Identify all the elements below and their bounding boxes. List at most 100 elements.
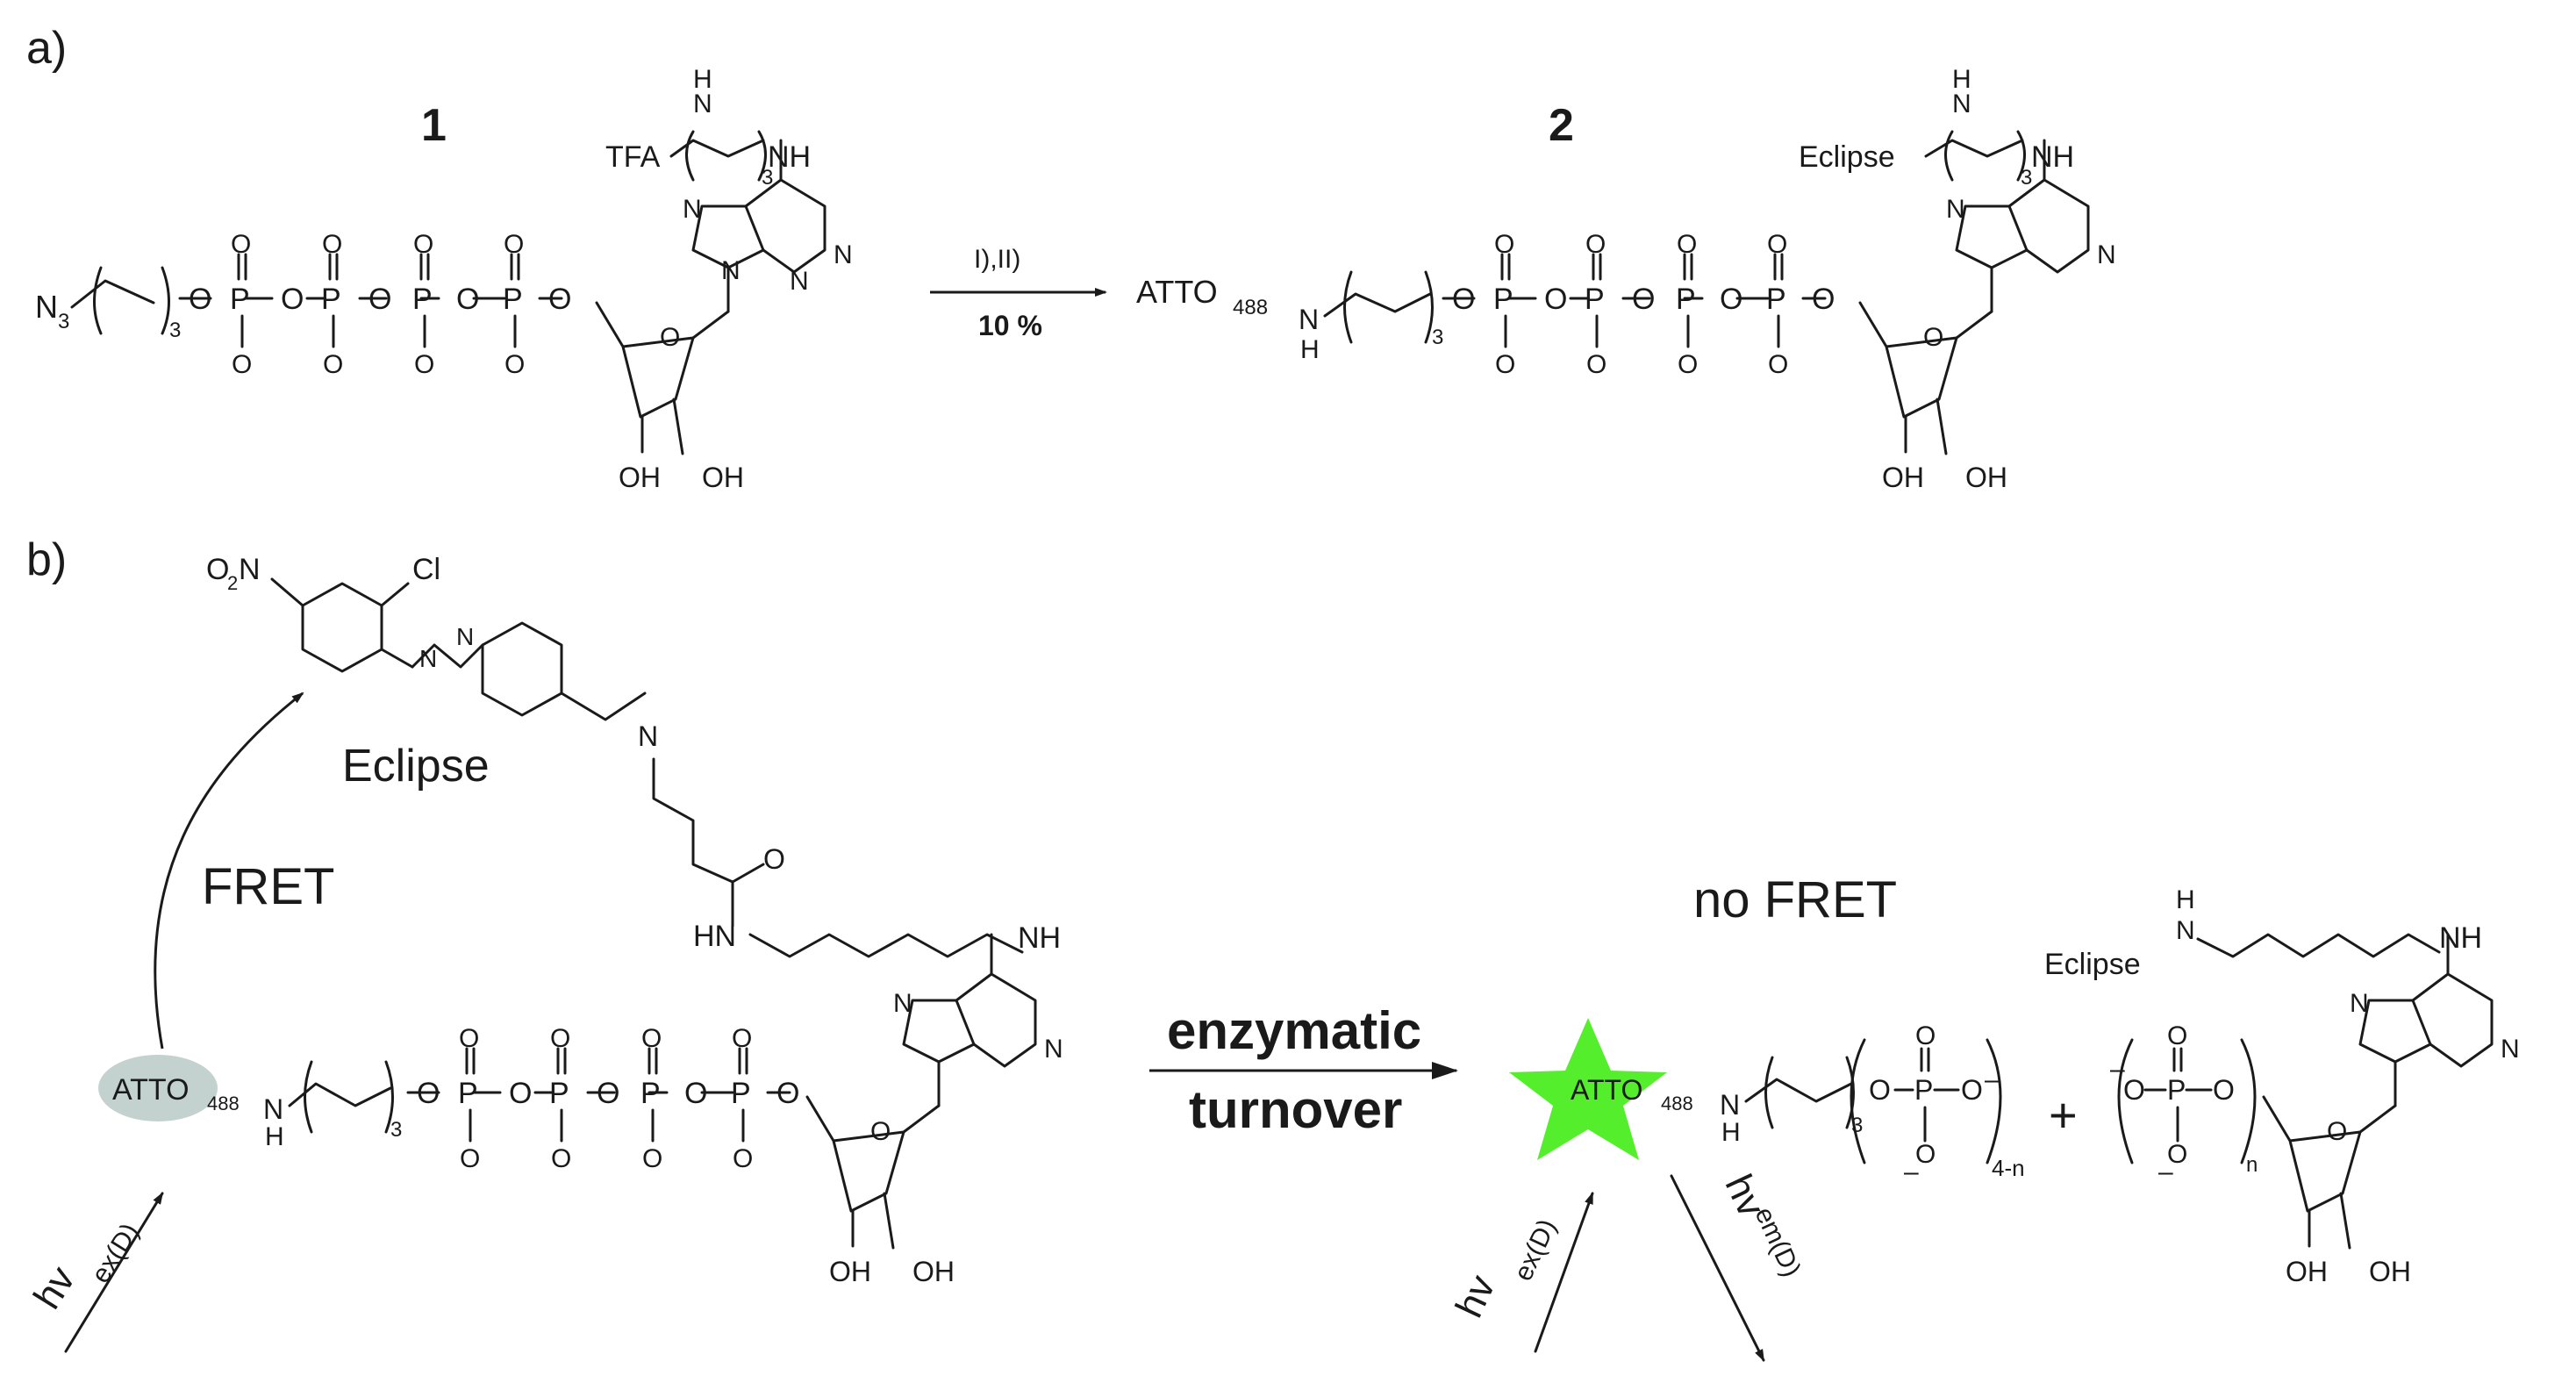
- c2-bridge-o-3: O: [1720, 283, 1742, 316]
- c2-oxo-o-3: O: [1677, 230, 1697, 259]
- b-hydroxyl-2prime: OH: [912, 1256, 955, 1287]
- c2-ribose-ring-o: O: [1923, 323, 1943, 352]
- anionic-o-3: O: [414, 350, 434, 379]
- tfa-nh-h: H: [693, 65, 712, 94]
- bridge-o-2: O: [369, 283, 391, 316]
- no-fret-label: no FRET: [1693, 871, 1897, 928]
- fret-arrow: FRET: [154, 691, 334, 1050]
- atto-label: ATTO: [1136, 274, 1218, 310]
- emitter-amide-n: N: [1720, 1089, 1740, 1121]
- anionic-o-2: O: [323, 350, 343, 379]
- purine-n3: N: [790, 267, 809, 296]
- turnover-label: turnover: [1189, 1080, 1402, 1139]
- b-ribose-ring-o: O: [870, 1117, 891, 1146]
- linker-repeat-2: 3: [1432, 326, 1443, 349]
- phosphorus-3: P: [412, 283, 433, 316]
- emitter-minus-2: –: [1904, 1157, 1919, 1186]
- atto-donor-subscript: 488: [207, 1093, 240, 1114]
- atto-emitter-label: ATTO: [1571, 1074, 1642, 1106]
- hv-excitation-2: hv: [1448, 1269, 1504, 1324]
- c2-oxo-o-4: O: [1767, 230, 1787, 259]
- panel-a: a) 1 N 3 3 O P O P O P O P O O: [26, 23, 2116, 493]
- compound-1: 1 N 3 3 O P O P O P O P O O O O: [35, 65, 853, 493]
- c2-anionic-o-1: O: [1495, 350, 1515, 379]
- b-anionic-o-3: O: [642, 1144, 662, 1173]
- donor-emitting: ATTO 488 N H 3 O P O O O – – 4-n hv ex(D…: [1448, 1018, 2025, 1362]
- hydroxyl-2prime: OH: [702, 462, 744, 493]
- b-oxo-o-2: O: [550, 1024, 570, 1053]
- product-o-2: O: [2213, 1074, 2235, 1106]
- emitter-anionic-o: O: [1915, 1140, 1936, 1169]
- n6-amine-b: NH: [1018, 921, 1061, 955]
- b-phosphorus-4: P: [731, 1077, 751, 1110]
- b-anionic-o-1: O: [460, 1144, 480, 1173]
- product-hydroxyl-3prime: OH: [2286, 1256, 2328, 1287]
- c2-hydroxyl-3prime: OH: [1882, 462, 1924, 493]
- purine-n7: N: [683, 195, 702, 224]
- b-bridge-o-2: O: [597, 1077, 619, 1110]
- c2-bridge-o-2: O: [1632, 283, 1655, 316]
- b-hydroxyl-3prime: OH: [829, 1256, 871, 1287]
- donor-amide-n: N: [263, 1093, 283, 1125]
- atto-emitter-subscript: 488: [1661, 1093, 1693, 1114]
- emitter-oxo: O: [1915, 1021, 1936, 1050]
- emitter-amide-h: H: [1721, 1118, 1741, 1147]
- nitro-subscript: 2: [227, 572, 238, 594]
- carbonyl-o: O: [763, 843, 785, 875]
- anionic-o-4: O: [504, 350, 525, 379]
- product-oxo: O: [2167, 1021, 2187, 1050]
- c2-anionic-o-3: O: [1678, 350, 1698, 379]
- product-o-1: O: [2123, 1074, 2145, 1106]
- donor-amide-h: H: [265, 1122, 284, 1151]
- eclipse-linker-repeat: 3: [2021, 166, 2032, 190]
- b-purine-n1: N: [1044, 1035, 1063, 1064]
- tfa-group: TFA: [605, 140, 661, 174]
- phosphorus-2: P: [321, 283, 341, 316]
- em-subscript: em(D): [1749, 1203, 1806, 1281]
- panel-b-label: b): [26, 534, 67, 585]
- oxo-o-4: O: [504, 230, 524, 259]
- phosphorus-1: P: [230, 283, 250, 316]
- b-anionic-o-4: O: [733, 1144, 753, 1173]
- c2-phosphorus-4: P: [1766, 283, 1786, 316]
- b-anionic-o-2: O: [551, 1144, 571, 1173]
- product-p: P: [2167, 1074, 2186, 1106]
- emitter-o: O: [1869, 1074, 1891, 1106]
- oxo-o-3: O: [413, 230, 433, 259]
- product-anionic-o: O: [2167, 1140, 2187, 1169]
- nitro-n: N: [239, 553, 261, 586]
- product-nh-h: H: [2176, 885, 2195, 914]
- azide-subscript: 3: [58, 310, 69, 333]
- c2-phosphorus-1: P: [1493, 283, 1513, 316]
- b-oxo-o-3: O: [641, 1024, 662, 1053]
- emitter-terminal-o: O: [1961, 1074, 1983, 1106]
- b-phosphorus-1: P: [458, 1077, 478, 1110]
- b-oxo-o-4: O: [732, 1024, 752, 1053]
- eclipse-group: Eclipse: [1799, 140, 1895, 174]
- eclipse-name: Eclipse: [342, 741, 490, 792]
- fret-label: FRET: [202, 858, 334, 915]
- donor-linker-repeat: 3: [390, 1118, 402, 1142]
- ester-o-1: O: [189, 283, 211, 316]
- c2-purine-n1: N: [2097, 240, 2116, 269]
- phosphorus-4: P: [503, 283, 523, 316]
- product-eclipse: Eclipse: [2044, 948, 2141, 981]
- compound-1-number: 1: [421, 100, 447, 151]
- repeat-n: n: [2246, 1153, 2258, 1177]
- dimethylamino-n: N: [638, 720, 658, 752]
- eclipse-adenosine-product: Eclipse N H NH – O P O O O – n O OH OH N…: [2044, 885, 2520, 1287]
- b-ester-o-5prime: O: [776, 1077, 799, 1110]
- c2-n6-amine: NH: [2031, 140, 2074, 174]
- azo-n-1: N: [419, 645, 437, 672]
- nitro-o: O: [206, 553, 229, 586]
- ester-o-5prime: O: [548, 283, 571, 316]
- purine-n1: N: [834, 240, 853, 269]
- chloro: Cl: [412, 553, 440, 586]
- c2-hydroxyl-2prime: OH: [1965, 462, 2007, 493]
- tfa-nh-n: N: [693, 90, 712, 118]
- tetraphosphate-chain-b: O P O P O P O P O O O O O O O O O: [406, 1024, 799, 1173]
- ex-subscript-1: ex(D): [86, 1218, 145, 1288]
- b-phosphorus-3: P: [640, 1077, 661, 1110]
- eclipse-nh-n: N: [1952, 90, 1971, 118]
- b-bridge-o-3: O: [684, 1077, 707, 1110]
